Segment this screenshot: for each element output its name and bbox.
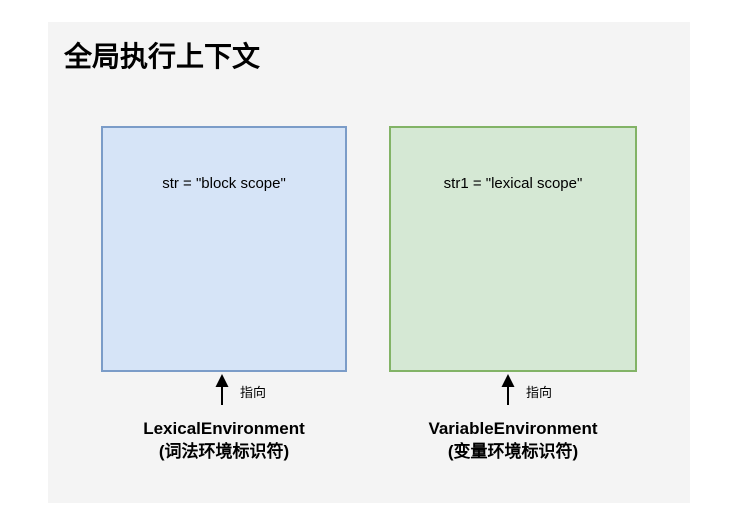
variable-environment-box: str1 = "lexical scope" xyxy=(389,126,637,372)
variable-environment-caption-subtitle: (变量环境标识符) xyxy=(447,442,579,461)
variable-environment-pointer-group: 指向 xyxy=(448,372,568,408)
diagram-panel: 全局执行上下文 str = "block scope" str1 = "lexi… xyxy=(48,22,690,503)
arrow-up-icon xyxy=(215,374,229,405)
lexical-environment-caption-subtitle: (词法环境标识符) xyxy=(158,442,290,461)
page-title: 全局执行上下文 xyxy=(64,41,261,72)
lexical-environment-caption-title: LexicalEnvironment xyxy=(143,419,305,438)
variable-environment-caption-title: VariableEnvironment xyxy=(428,419,598,438)
lexical-environment-box: str = "block scope" xyxy=(101,126,347,372)
arrow-up-icon xyxy=(501,374,515,405)
variable-environment-arrow-label: 指向 xyxy=(526,385,553,400)
lexical-environment-caption: LexicalEnvironment (词法环境标识符) xyxy=(101,418,347,463)
lexical-environment-pointer-group: 指向 xyxy=(162,372,282,408)
lexical-environment-variable-text: str = "block scope" xyxy=(162,175,286,192)
lexical-environment-arrow-label: 指向 xyxy=(240,385,267,400)
variable-environment-variable-text: str1 = "lexical scope" xyxy=(443,175,583,192)
variable-environment-caption: VariableEnvironment (变量环境标识符) xyxy=(389,418,637,463)
